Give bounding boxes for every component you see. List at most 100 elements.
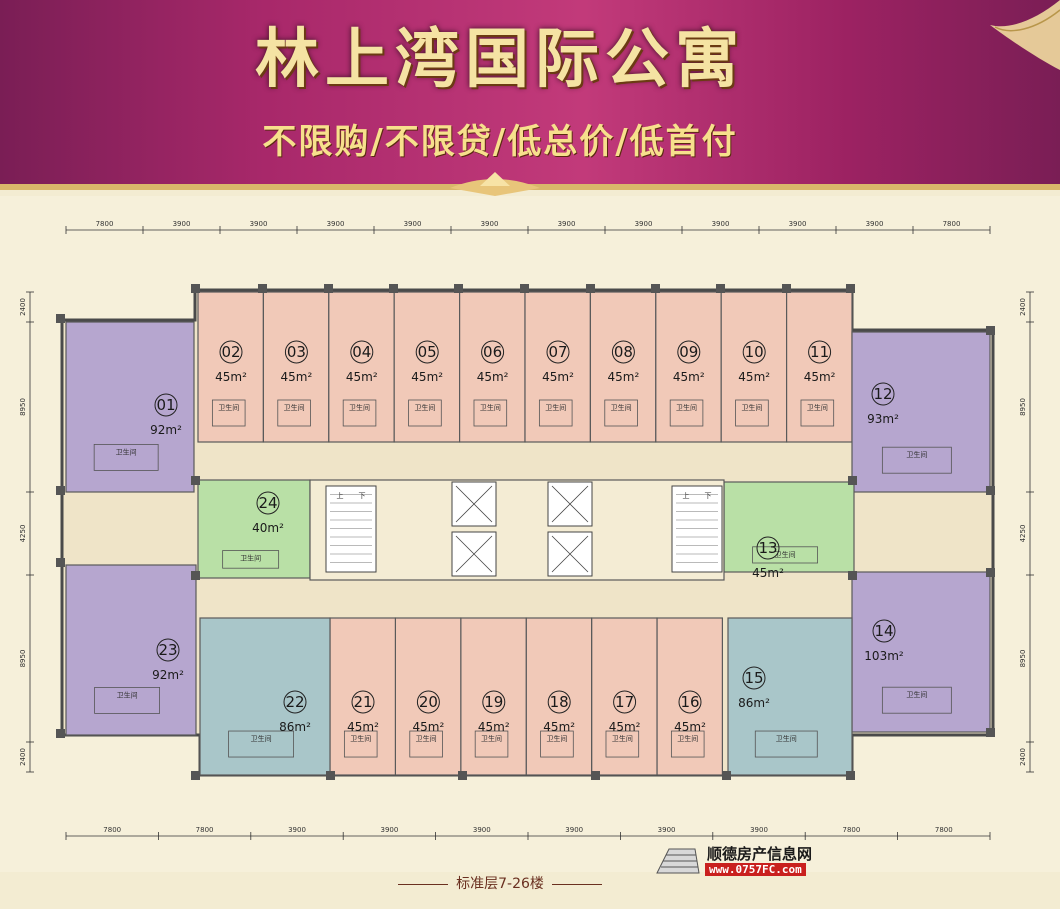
bottom-dimension-label: 3900 bbox=[750, 826, 768, 834]
bathroom-label-07: 卫生间 bbox=[545, 403, 566, 412]
unit-04-number: 04 bbox=[352, 343, 371, 361]
unit-13-number: 13 bbox=[758, 539, 777, 557]
unit-21-badge bbox=[351, 690, 375, 714]
bottom-dimension-label: 3900 bbox=[565, 826, 583, 834]
unit-11-number: 11 bbox=[810, 343, 829, 361]
unit-10-area: 45m² bbox=[738, 370, 770, 384]
unit-24-number: 24 bbox=[258, 494, 277, 512]
stair-down-label-2: 下 bbox=[705, 492, 712, 500]
unit-01-number: 01 bbox=[156, 396, 175, 414]
unit-12-area: 93m² bbox=[867, 412, 899, 426]
bathroom-label-01: 卫生间 bbox=[116, 447, 137, 456]
bathroom-label-03: 卫生间 bbox=[284, 403, 305, 412]
column bbox=[651, 284, 660, 293]
unit-02-number: 02 bbox=[221, 343, 240, 361]
column bbox=[191, 771, 200, 780]
unit-10-badge bbox=[742, 340, 766, 364]
bathroom-16 bbox=[670, 730, 705, 758]
stair-up-label-1: 上 bbox=[337, 491, 344, 500]
unit-01-area: 92m² bbox=[150, 423, 182, 437]
right-dimension-label: 4250 bbox=[1019, 525, 1027, 543]
unit-20-area: 45m² bbox=[413, 720, 445, 734]
unit-09-room bbox=[655, 291, 722, 443]
top-dimension-label: 3900 bbox=[712, 220, 730, 228]
unit-16-area: 45m² bbox=[674, 720, 706, 734]
column bbox=[520, 284, 529, 293]
top-dimension-label: 3900 bbox=[866, 220, 884, 228]
top-dimension-label: 3900 bbox=[327, 220, 345, 228]
top-dimension-label: 3900 bbox=[404, 220, 422, 228]
unit-15-area: 86m² bbox=[738, 696, 770, 710]
elevator-cross-4 bbox=[551, 535, 589, 573]
unit-18-badge bbox=[547, 690, 571, 714]
unit-19-room bbox=[460, 617, 527, 776]
bathroom-label-14: 卫生间 bbox=[906, 690, 927, 699]
unit-05-number: 05 bbox=[418, 343, 437, 361]
unit-12-number: 12 bbox=[873, 385, 892, 403]
bathroom-label-09: 卫生间 bbox=[676, 403, 697, 412]
bathroom-04 bbox=[342, 399, 377, 427]
bottom-dimension-label: 7800 bbox=[103, 826, 121, 834]
elevator-cross-3 bbox=[551, 485, 589, 523]
unit-01-badge bbox=[154, 393, 178, 417]
unit-05-area: 45m² bbox=[411, 370, 443, 384]
right-dimension-label: 8950 bbox=[1019, 398, 1027, 416]
unit-18-area: 45m² bbox=[543, 720, 575, 734]
unit-03-number: 03 bbox=[287, 343, 306, 361]
bathroom-label-21: 卫生间 bbox=[350, 734, 371, 743]
bathroom-23 bbox=[94, 687, 160, 714]
unit-04-room bbox=[328, 291, 395, 443]
top-dimension-label: 3900 bbox=[173, 220, 191, 228]
left-dimension-label: 4250 bbox=[19, 525, 27, 543]
elevator-cross-2 bbox=[455, 535, 493, 573]
unit-01-room bbox=[65, 321, 195, 493]
unit-15-room bbox=[727, 617, 853, 776]
unit-15-number: 15 bbox=[744, 669, 763, 687]
top-dimension-label: 3900 bbox=[250, 220, 268, 228]
bathroom-21 bbox=[343, 730, 378, 758]
stairwell-2 bbox=[671, 485, 723, 573]
unit-22-badge bbox=[283, 690, 307, 714]
stairwell-1 bbox=[325, 485, 377, 573]
unit-09-area: 45m² bbox=[673, 370, 705, 384]
column bbox=[458, 771, 467, 780]
watermark-url: www.0757FC.com bbox=[705, 863, 806, 876]
unit-06-badge bbox=[481, 340, 505, 364]
top-dimension-label: 3900 bbox=[481, 220, 499, 228]
unit-02-badge bbox=[219, 340, 243, 364]
title-banner: 林上湾国际公寓 不限购/不限贷/低总价/低首付 bbox=[0, 0, 1060, 196]
unit-19-area: 45m² bbox=[478, 720, 510, 734]
unit-08-area: 45m² bbox=[608, 370, 640, 384]
bathroom-label-16: 卫生间 bbox=[677, 734, 698, 743]
unit-19-badge bbox=[482, 690, 506, 714]
bathroom-10 bbox=[735, 399, 769, 427]
roof-logo-icon bbox=[656, 848, 700, 874]
unit-11-room bbox=[785, 291, 853, 443]
bottom-dimension-label: 3900 bbox=[380, 826, 398, 834]
unit-13-badge bbox=[756, 536, 780, 560]
bathroom-label-19: 卫生间 bbox=[481, 734, 502, 743]
bottom-dimension-label: 7800 bbox=[935, 826, 953, 834]
unit-13-area: 45m² bbox=[752, 566, 784, 580]
unit-04-area: 45m² bbox=[346, 370, 378, 384]
unit-05-badge bbox=[415, 340, 439, 364]
bathroom-22 bbox=[228, 730, 295, 758]
unit-21-room bbox=[329, 617, 397, 776]
column bbox=[846, 771, 855, 780]
unit-18-room bbox=[525, 617, 593, 776]
column bbox=[986, 568, 995, 577]
column bbox=[258, 284, 267, 293]
unit-03-area: 45m² bbox=[281, 370, 313, 384]
unit-23-area: 92m² bbox=[152, 668, 184, 682]
watermark-name: 顺德房产信息网 bbox=[707, 845, 813, 863]
column bbox=[986, 326, 995, 335]
unit-17-number: 17 bbox=[615, 693, 634, 711]
bathroom-24 bbox=[222, 550, 280, 569]
bathroom-label-24: 卫生间 bbox=[240, 554, 261, 563]
bathroom-label-05: 卫生间 bbox=[414, 403, 435, 412]
bathroom-label-08: 卫生间 bbox=[611, 403, 632, 412]
floor-plan: 卫生间0192m²卫生间0245m²卫生间0345m²卫生间0445m²卫生间0… bbox=[0, 196, 1060, 872]
floor-caption: 标准层7-26楼 bbox=[380, 873, 620, 893]
unit-14-badge bbox=[872, 619, 896, 643]
left-dimension-label: 2400 bbox=[19, 298, 27, 316]
